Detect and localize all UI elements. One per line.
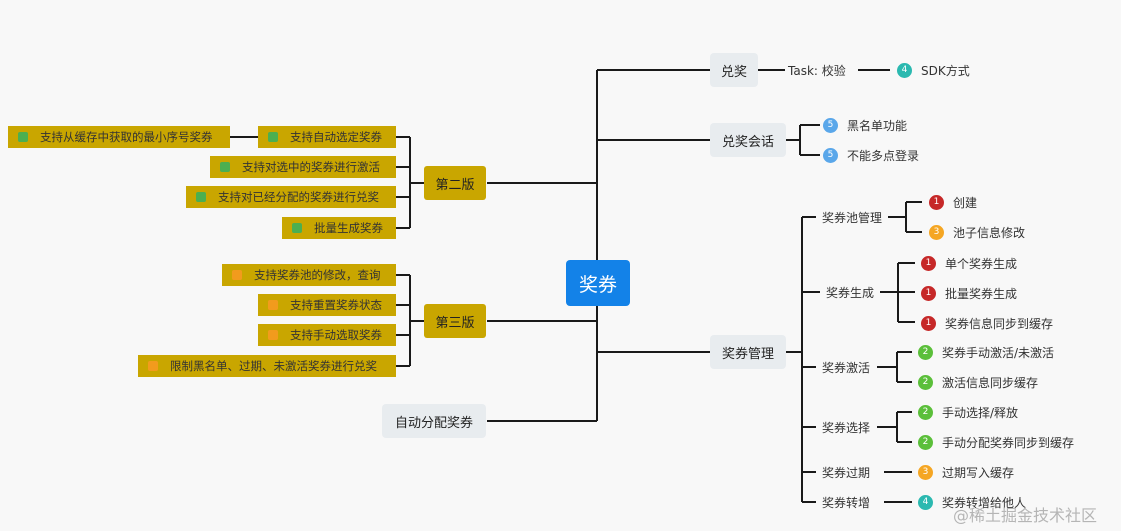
leaf-manual-assign-sync[interactable]: 2 手动分配奖券同步到缓存 [918, 434, 1074, 450]
branch-auto-assign[interactable]: 自动分配奖券 [382, 404, 486, 438]
group-generation[interactable]: 奖券生成 [826, 285, 875, 300]
leaf-manual-activate[interactable]: 2 奖券手动激活/未激活 [918, 344, 1054, 360]
v3-item-manual-pick[interactable]: 支持手动选取奖券 [258, 324, 396, 346]
leaf-text: 黑名单功能 [847, 118, 908, 133]
root-node[interactable]: 奖券 [566, 260, 630, 306]
priority-badge: 4 [918, 494, 933, 510]
leaf-expiry-cache[interactable]: 3 过期写入缓存 [918, 464, 1014, 480]
leaf-batch-generate[interactable]: 1 批量奖券生成 [921, 285, 1017, 301]
v2-sub-item-min-serial[interactable]: 支持从缓存中获取的最小序号奖券 [8, 126, 230, 148]
leaf-transfer-others[interactable]: 4 奖券转增给他人 [918, 494, 1026, 510]
flag-icon [268, 330, 278, 340]
priority-badge: 1 [921, 315, 936, 331]
leaf-text: SDK方式 [921, 63, 970, 78]
session-leaf-single-login[interactable]: 5 不能多点登录 [823, 147, 919, 163]
v2-item-redeem-assigned[interactable]: 支持对已经分配的奖券进行兑奖 [186, 186, 396, 208]
flag-icon [292, 223, 302, 233]
priority-badge: 2 [918, 344, 933, 360]
leaf-activation-sync[interactable]: 2 激活信息同步缓存 [918, 374, 1038, 390]
priority-badge: 1 [921, 285, 936, 301]
flag-icon [148, 361, 158, 371]
leaf-single-generate[interactable]: 1 单个奖券生成 [921, 255, 1017, 271]
leaf-create[interactable]: 1 创建 [929, 194, 977, 210]
priority-badge: 2 [918, 434, 933, 450]
priority-badge: 2 [918, 404, 933, 420]
v3-item-pool-edit-query[interactable]: 支持奖券池的修改，查询 [222, 264, 396, 286]
group-activation[interactable]: 奖券激活 [822, 360, 871, 375]
flag-icon [196, 192, 206, 202]
leaf-sync-cache[interactable]: 1 奖券信息同步到缓存 [921, 315, 1053, 331]
priority-badge: 3 [929, 224, 944, 240]
branch-v2[interactable]: 第二版 [424, 166, 486, 200]
flag-icon [232, 270, 242, 280]
root-label: 奖券 [578, 273, 617, 296]
v2-item-auto-select[interactable]: 支持自动选定奖券 [258, 126, 396, 148]
branch-management-label: 奖券管理 [721, 346, 774, 362]
flag-icon [18, 132, 28, 142]
redeem-leaf-sdk[interactable]: 4 SDK方式 [897, 62, 970, 78]
session-leaf-blacklist[interactable]: 5 黑名单功能 [823, 117, 907, 133]
leaf-pool-edit[interactable]: 3 池子信息修改 [929, 224, 1025, 240]
group-selection[interactable]: 奖券选择 [822, 420, 871, 435]
leaf-text: 不能多点登录 [847, 148, 920, 163]
priority-badge: 2 [918, 374, 933, 390]
priority-badge: 1 [921, 255, 936, 271]
watermark: @稀土掘金技术社区 [953, 506, 1098, 525]
v2-item-activate[interactable]: 支持对选中的奖券进行激活 [210, 156, 396, 178]
v3-item-reset-status[interactable]: 支持重置奖券状态 [258, 294, 396, 316]
branch-redeem-label: 兑奖 [720, 64, 747, 80]
priority-badge: 5 [823, 147, 838, 163]
branch-v3[interactable]: 第三版 [424, 304, 486, 338]
group-pool-management[interactable]: 奖券池管理 [822, 210, 883, 225]
branch-redeem-session[interactable]: 兑奖会话 [710, 123, 786, 157]
leaf-manual-select[interactable]: 2 手动选择/释放 [918, 404, 1018, 420]
flag-icon [220, 162, 230, 172]
branch-redeem[interactable]: 兑奖 [710, 53, 758, 87]
branch-management[interactable]: 奖券管理 [710, 335, 786, 369]
priority-badge: 5 [823, 117, 838, 133]
flag-icon [268, 132, 278, 142]
branch-redeem-session-label: 兑奖会话 [721, 134, 774, 150]
v3-item-restrict-redeem[interactable]: 限制黑名单、过期、未激活奖券进行兑奖 [138, 355, 396, 377]
v2-item-batch-generate[interactable]: 批量生成奖券 [282, 217, 396, 239]
redeem-task-label[interactable]: Task: 校验 [788, 63, 846, 78]
group-transfer[interactable]: 奖券转增 [822, 495, 871, 510]
priority-badge: 3 [918, 464, 933, 480]
priority-badge: 4 [897, 62, 912, 78]
flag-icon [268, 300, 278, 310]
group-expiry[interactable]: 奖券过期 [822, 465, 871, 480]
priority-badge: 1 [929, 194, 944, 210]
